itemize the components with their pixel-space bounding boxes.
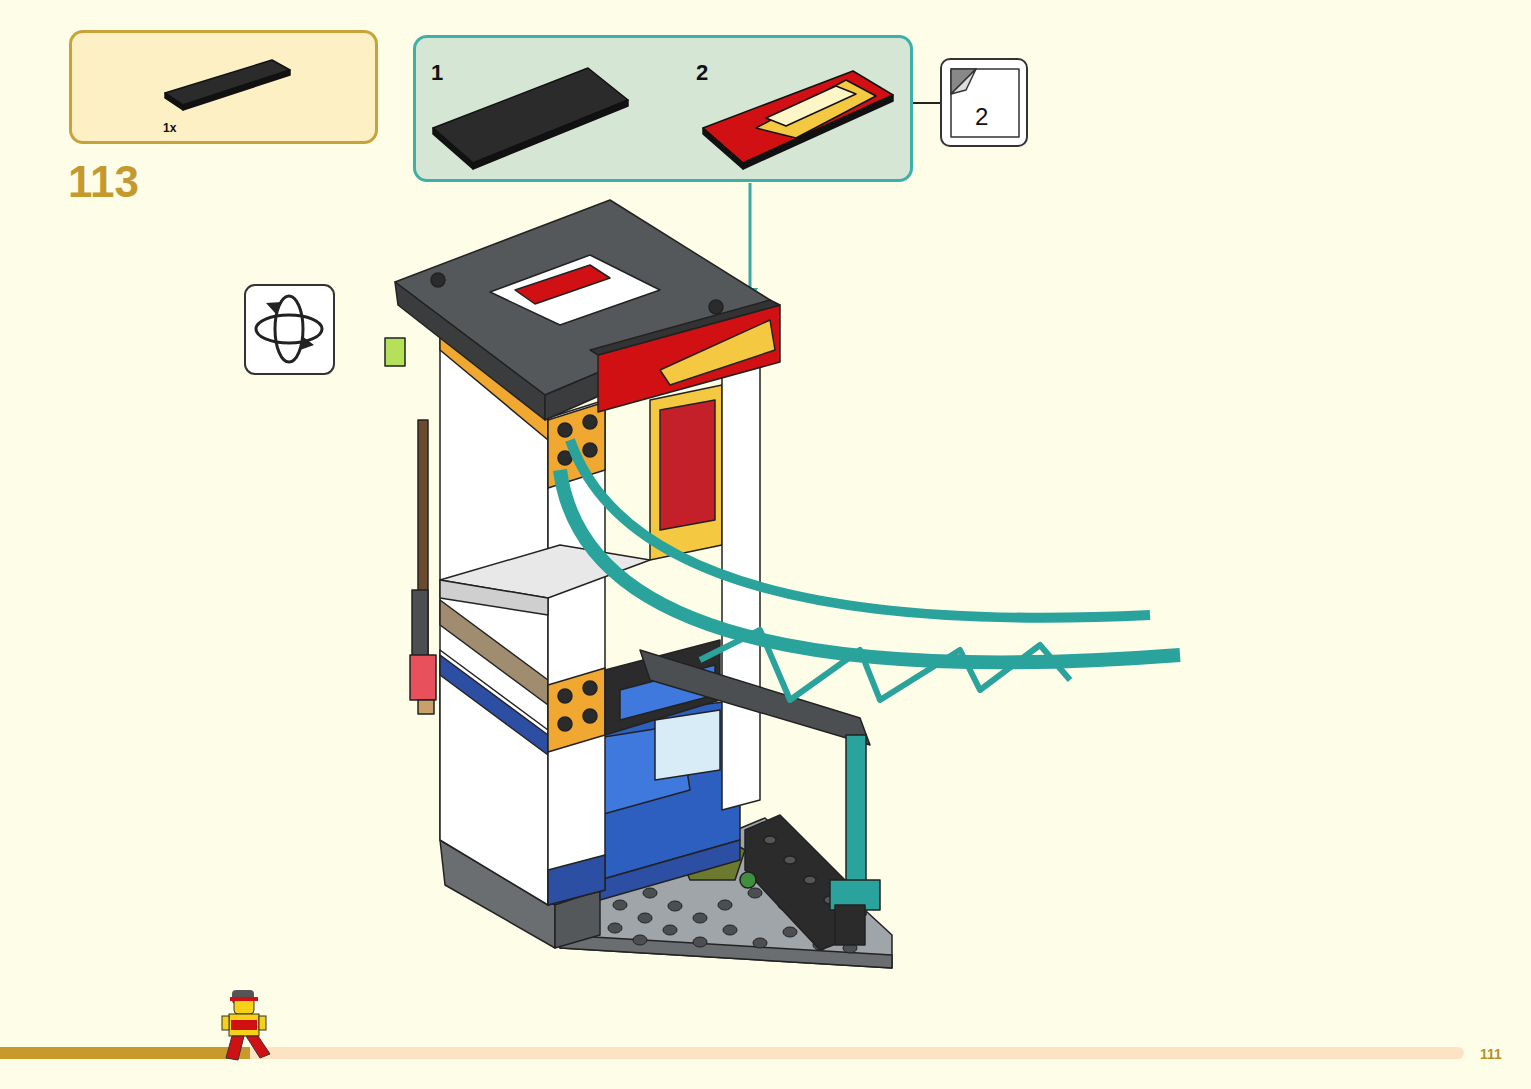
part-shape [951, 69, 976, 94]
sticker-sheet-box: 2 [940, 58, 1028, 147]
part-shape [473, 100, 628, 169]
part-shape [165, 60, 290, 105]
sub-assembly-callout: 12 [413, 35, 913, 182]
part-shape [433, 128, 473, 169]
part-shape [951, 69, 976, 94]
part-shape [703, 71, 893, 163]
part-drawing [72, 33, 381, 147]
page-number: 111 [1480, 1047, 1502, 1061]
callout-number: 2 [696, 62, 708, 84]
progress-bar [0, 1047, 250, 1059]
progress-track [250, 1047, 1458, 1059]
part-shape [951, 69, 1019, 137]
sticker-number: 2 [975, 105, 988, 129]
part-shape [183, 70, 290, 110]
callout-arrow [749, 183, 752, 290]
callout-number: 1 [431, 62, 443, 84]
part-shape [703, 128, 743, 169]
part-shape [165, 93, 183, 110]
part-quantity: 1x [163, 122, 176, 134]
lego-model [385, 200, 1180, 968]
part-shape [743, 95, 893, 169]
minifigure [222, 990, 270, 1060]
parts-list-box: 1x [69, 30, 378, 144]
rotate-icon [245, 285, 334, 374]
step-number: 113 [68, 160, 139, 204]
part-drawing [416, 38, 916, 185]
